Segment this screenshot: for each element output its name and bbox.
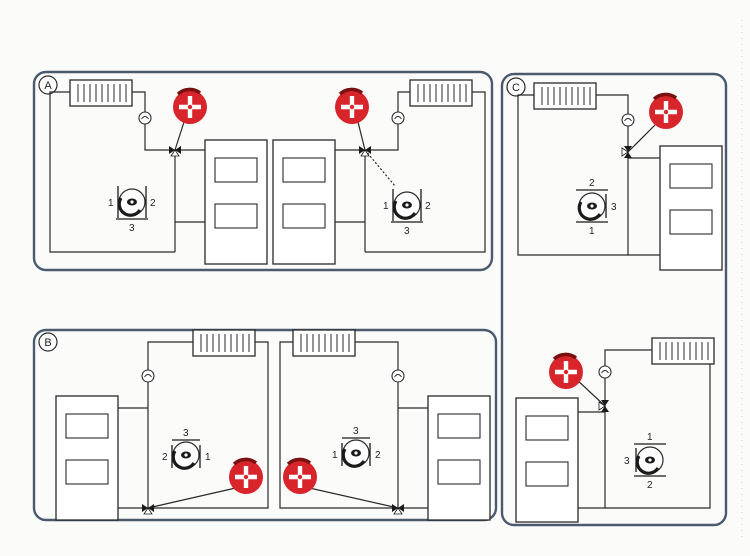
junction-a-right bbox=[358, 145, 372, 157]
actuator-a-right bbox=[333, 87, 371, 126]
port-c-bottom-2: 2 bbox=[647, 480, 653, 491]
gauge-a-right bbox=[391, 111, 405, 125]
panel-b-frame bbox=[32, 328, 498, 522]
radiator-b-left bbox=[192, 329, 256, 357]
port-a-left-2: 2 bbox=[150, 198, 156, 209]
panel-b-label: B bbox=[44, 337, 51, 349]
boiler-c-bottom bbox=[515, 397, 579, 523]
boiler-a-right bbox=[272, 139, 336, 265]
radiator-b-right bbox=[292, 329, 356, 357]
port-a-right-1: 1 bbox=[383, 201, 389, 212]
panel-a-frame bbox=[32, 70, 494, 272]
port-b-left-1: 1 bbox=[205, 452, 211, 463]
port-c-top-2: 2 bbox=[589, 178, 595, 189]
panel-c-label: C bbox=[512, 82, 520, 94]
actuator-a-left bbox=[171, 87, 209, 126]
port-c-top-1: 1 bbox=[589, 226, 595, 237]
boiler-b-left bbox=[55, 395, 119, 521]
panel-c: C 2 3 1 bbox=[500, 72, 728, 527]
boiler-a-left bbox=[204, 139, 268, 265]
panel-a-label: A bbox=[44, 80, 52, 92]
junction-c-top bbox=[621, 145, 633, 159]
actuator-b-left bbox=[227, 457, 265, 496]
gauge-c-bottom bbox=[598, 365, 612, 379]
port-b-right-1: 1 bbox=[332, 450, 338, 461]
port-a-left-1: 1 bbox=[108, 198, 114, 209]
radiator-a-right bbox=[409, 79, 473, 107]
radiator-c-top bbox=[533, 82, 597, 110]
junction-a-left bbox=[168, 145, 182, 157]
port-b-left-2: 2 bbox=[162, 452, 168, 463]
gauge-c-top bbox=[621, 113, 635, 127]
panel-c-frame bbox=[500, 72, 728, 527]
panel-a-badge bbox=[38, 75, 58, 95]
actuator-c-bottom bbox=[547, 352, 585, 391]
port-a-left-3: 3 bbox=[129, 223, 135, 234]
port-a-right-2: 2 bbox=[425, 201, 431, 212]
gauge-b-left bbox=[141, 369, 155, 383]
boiler-b-right bbox=[427, 395, 491, 521]
valve-c-bottom bbox=[635, 445, 665, 475]
actuator-c-top bbox=[647, 92, 685, 131]
boiler-c-top bbox=[659, 145, 723, 271]
port-c-top-3: 3 bbox=[611, 202, 617, 213]
panel-c-badge bbox=[506, 77, 526, 97]
gauge-a-left bbox=[138, 111, 152, 125]
radiator-a-left bbox=[69, 79, 133, 107]
panel-b: B 3 2 1 bbox=[32, 328, 498, 522]
port-b-right-2: 2 bbox=[375, 450, 381, 461]
panel-b-badge bbox=[38, 332, 58, 352]
port-c-bottom-1: 1 bbox=[647, 432, 653, 443]
port-a-right-3: 3 bbox=[404, 226, 410, 237]
valve-b-right bbox=[341, 438, 371, 468]
valve-b-left bbox=[171, 440, 201, 470]
valve-c-top bbox=[577, 191, 607, 221]
port-b-right-3: 3 bbox=[353, 426, 359, 437]
gauge-b-right bbox=[391, 369, 405, 383]
valve-a-left bbox=[117, 187, 147, 217]
valve-a-right bbox=[392, 190, 422, 220]
actuator-b-right bbox=[281, 457, 319, 496]
port-b-left-3: 3 bbox=[183, 428, 189, 439]
port-c-bottom-3: 3 bbox=[624, 456, 630, 467]
panel-a: A 1 2 3 bbox=[32, 70, 494, 272]
radiator-c-bottom bbox=[651, 337, 715, 365]
